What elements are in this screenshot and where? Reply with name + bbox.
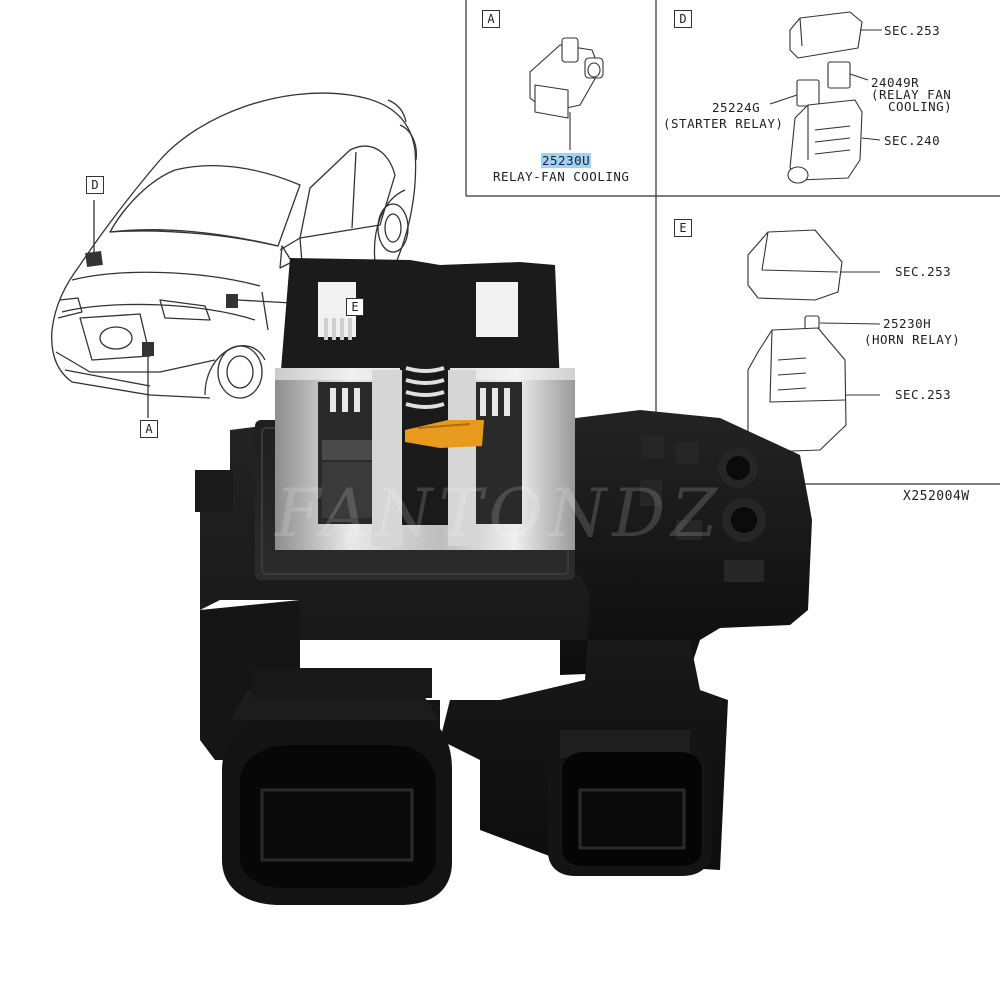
panel-a-relay-sketch xyxy=(529,37,604,150)
panel-d-fan-relay-name-2: COOLING) xyxy=(888,99,953,114)
watermark: FANTONDZ xyxy=(275,475,724,552)
panel-d-starter-relay-name: (STARTER RELAY) xyxy=(663,116,784,131)
car-marker-a: A xyxy=(140,420,158,438)
panel-d-sketches xyxy=(769,11,882,184)
panel-e-sketches xyxy=(747,229,881,453)
panel-d-starter-relay-number: 25224G xyxy=(712,100,761,115)
panel-d-fan-relay-number: 24049R xyxy=(871,75,920,90)
relay-product-illustration xyxy=(195,258,812,905)
panel-e-horn-relay-number: 25230H xyxy=(883,316,932,331)
car-marker-e: E xyxy=(346,298,364,316)
panel-a-part-number: 25230U xyxy=(541,153,592,168)
panel-e-tag: E xyxy=(674,219,692,237)
panel-e-horn-relay-name: (HORN RELAY) xyxy=(864,332,961,347)
diagram-code: X252004W xyxy=(903,489,970,504)
panel-d-tag: D xyxy=(674,10,692,28)
car-line-drawing xyxy=(51,92,418,418)
part-number-highlight: 25230U xyxy=(541,153,592,168)
panel-d-box-label: SEC.240 xyxy=(884,133,941,148)
panel-d-cover-label: SEC.253 xyxy=(884,23,941,38)
panel-a-tag: A xyxy=(482,10,500,28)
panel-e-cover-label: SEC.253 xyxy=(895,264,952,279)
panel-d-fan-relay-name-1: (RELAY FAN xyxy=(871,87,952,102)
car-marker-d: D xyxy=(86,176,104,194)
panel-e-box-label: SEC.253 xyxy=(895,387,952,402)
panel-frame xyxy=(465,0,1000,485)
panel-a-part-name: RELAY-FAN COOLING xyxy=(493,169,630,184)
